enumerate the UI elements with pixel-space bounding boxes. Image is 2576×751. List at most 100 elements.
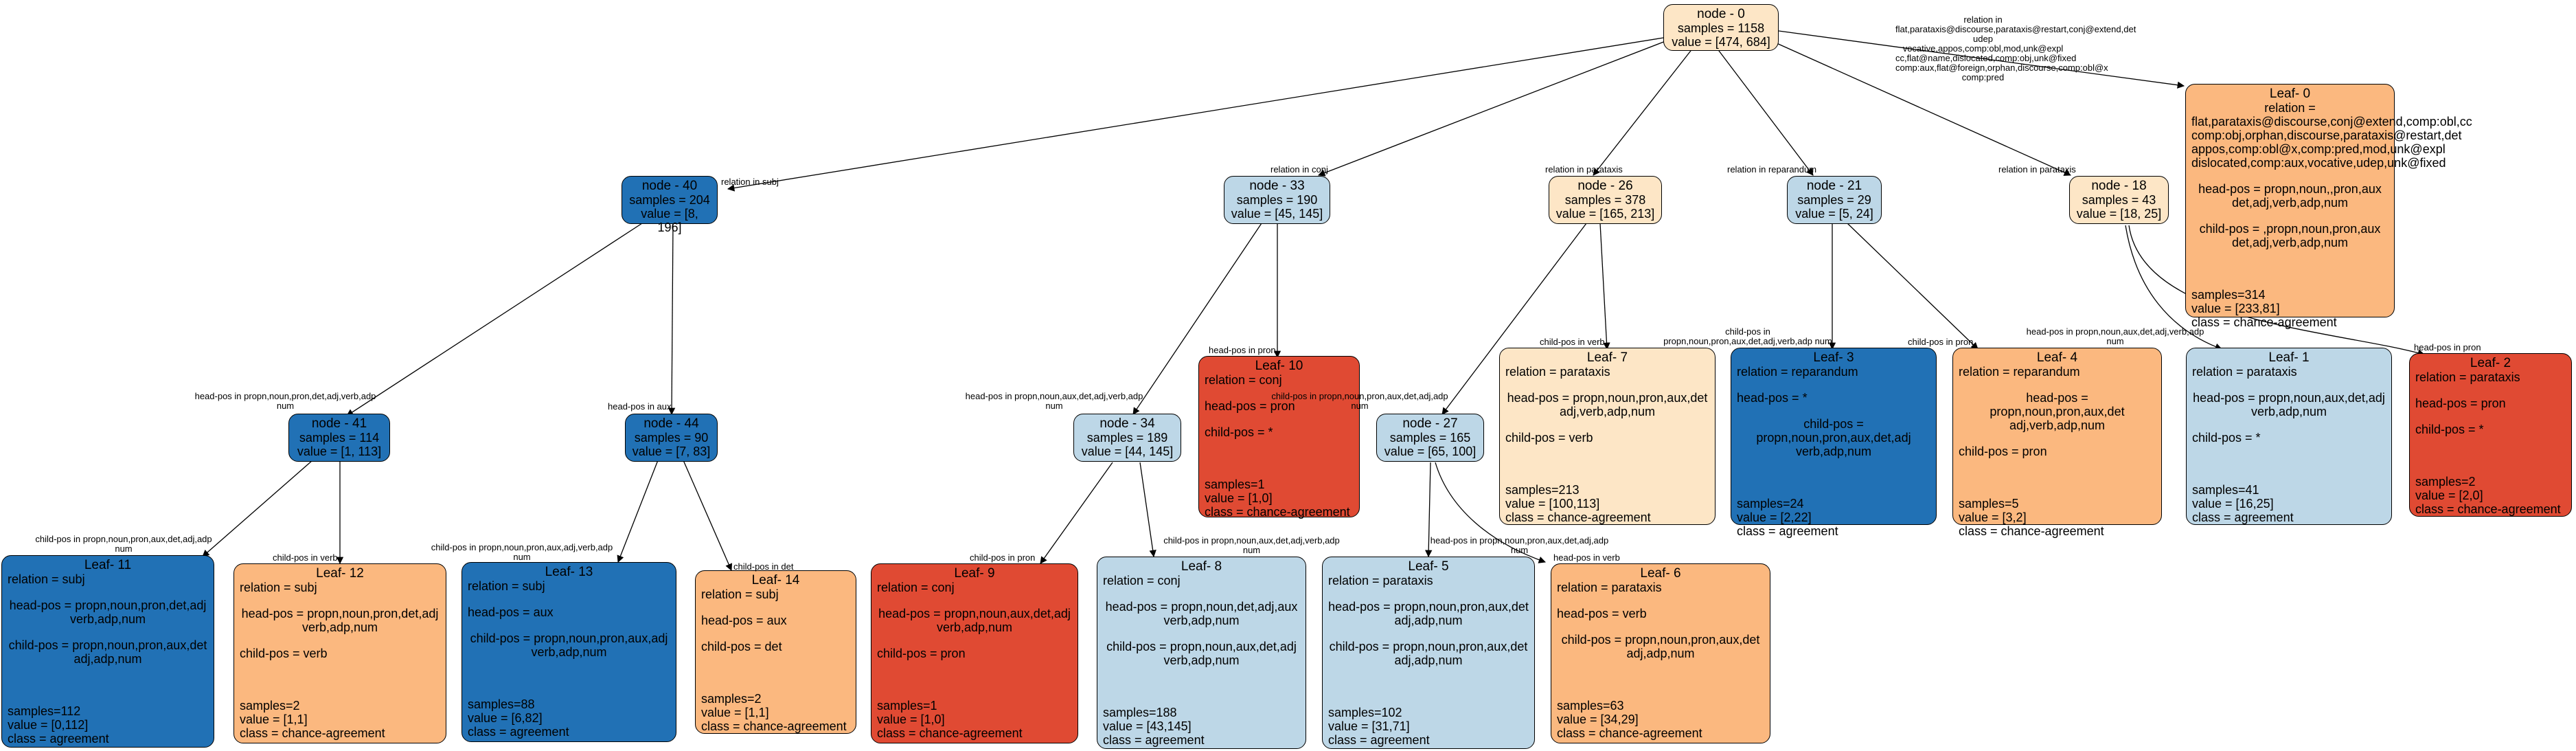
- leaf-9[interactable]: Leaf- 9 relation = conj head-pos = propn…: [871, 563, 1078, 743]
- leaf-samples: samples=24: [1737, 497, 1804, 511]
- node-value: value = [5, 24]: [1795, 207, 1873, 221]
- leaf-child-pos: child-pos = *: [1205, 425, 1273, 439]
- node-value: value = [474, 684]: [1672, 35, 1770, 49]
- edge-n27-l6: [1435, 462, 1546, 563]
- leaf-14[interactable]: Leaf- 14 relation = subj head-pos = aux …: [695, 570, 856, 734]
- leaf-class: class = agreement: [8, 732, 109, 746]
- edge-label-leaf-0: relation in flat,parataxis@discourse,par…: [1895, 14, 2136, 82]
- node-title: node - 26: [1577, 179, 1633, 193]
- leaf-6[interactable]: Leaf- 6 relation = parataxis head-pos = …: [1551, 563, 1770, 743]
- leaf-relation: relation = parataxis: [2192, 365, 2297, 379]
- leaf-relation: relation = parataxis: [1557, 581, 1662, 594]
- leaf-child-pos: child-pos = pron: [877, 647, 966, 660]
- leaf-child-pos: child-pos = propn,noun,pron,aux,adj verb…: [470, 631, 668, 659]
- leaf-samples: samples=5: [1959, 497, 2019, 511]
- leaf-head-pos: head-pos = propn,noun,pron,aux,det adj,v…: [1507, 391, 1708, 418]
- leaf-8[interactable]: Leaf- 8 relation = conj head-pos = propn…: [1097, 557, 1306, 749]
- node-0[interactable]: node - 0 samples = 1158 value = [474, 68…: [1663, 4, 1779, 51]
- leaf-value: value = [1,1]: [701, 706, 769, 719]
- edge-n0-n26: [1593, 47, 1694, 176]
- leaf-value: value = [43,145]: [1103, 719, 1192, 733]
- leaf-class: class = chance-agreement: [877, 726, 1023, 740]
- leaf-class: class = chance-agreement: [2191, 315, 2337, 329]
- leaf-title: Leaf- 1: [2268, 350, 2310, 365]
- edge-label-node-26: relation in parataxis: [1545, 164, 1623, 175]
- edge-label-node-44: head-pos in aux: [608, 401, 672, 412]
- leaf-13[interactable]: Leaf- 13 relation = subj head-pos = aux …: [461, 562, 676, 742]
- leaf-class: class = agreement: [1737, 524, 1838, 538]
- edge-n34-l8: [1139, 462, 1156, 558]
- leaf-2[interactable]: Leaf- 2 relation = parataxis head-pos = …: [2409, 353, 2572, 517]
- leaf-head-pos: head-pos = verb: [1557, 607, 1647, 620]
- leaf-child-pos: child-pos = verb: [240, 647, 328, 660]
- node-title: node - 0: [1697, 7, 1745, 21]
- node-value: value = [8, 196]: [641, 207, 698, 234]
- node-samples: samples = 90: [634, 431, 709, 445]
- leaf-relation: relation = conj: [877, 581, 955, 594]
- leaf-value: value = [1,0]: [877, 713, 945, 726]
- node-27[interactable]: node - 27 samples = 165 value = [65, 100…: [1376, 414, 1484, 462]
- leaf-samples: samples=2: [240, 699, 300, 713]
- leaf-value: value = [1,0]: [1205, 491, 1273, 505]
- leaf-class: class = chance-agreement: [2415, 502, 2561, 516]
- leaf-relation: relation = subj: [240, 581, 317, 594]
- leaf-value: value = [16,25]: [2192, 497, 2274, 511]
- leaf-12[interactable]: Leaf- 12 relation = subj head-pos = prop…: [233, 563, 446, 743]
- edge-label-leaf-9: child-pos in pron: [970, 552, 1036, 563]
- node-value: value = [165, 213]: [1555, 207, 1655, 221]
- leaf-7[interactable]: Leaf- 7 relation = parataxis head-pos = …: [1499, 348, 1716, 525]
- leaf-class: class = chance-agreement: [701, 719, 847, 733]
- leaf-title: Leaf- 4: [2036, 350, 2078, 365]
- leaf-1[interactable]: Leaf- 1 relation = parataxis head-pos = …: [2186, 348, 2392, 525]
- leaf-title: Leaf- 5: [1408, 559, 1449, 574]
- leaf-child-pos: child-pos = *: [2192, 431, 2261, 445]
- leaf-4[interactable]: Leaf- 4 relation = reparandum head-pos =…: [1952, 348, 2162, 538]
- leaf-samples: samples=2: [701, 692, 762, 706]
- edge-label-node-41: head-pos in propn,noun,pron,det,adj,verb…: [194, 391, 376, 411]
- node-18[interactable]: node - 18 samples = 43 value = [18, 25]: [2069, 176, 2169, 224]
- leaf-10[interactable]: Leaf- 10 relation = conj head-pos = pron…: [1198, 356, 1360, 519]
- leaf-head-pos: head-pos = propn,noun,pron,aux,det adj,a…: [1328, 600, 1529, 627]
- leaf-samples: samples=314: [2191, 288, 2266, 302]
- node-21[interactable]: node - 21 samples = 29 value = [5, 24]: [1787, 176, 1882, 224]
- edge-label-node-40: relation in subj: [721, 177, 779, 187]
- edge-n0-n18: [1775, 42, 2071, 176]
- node-34[interactable]: node - 34 samples = 189 value = [44, 145…: [1073, 414, 1181, 462]
- node-40[interactable]: node - 40 samples = 204 value = [8, 196]: [622, 176, 718, 234]
- edge-label-leaf-10: head-pos in pron: [1209, 345, 1276, 355]
- leaf-child-pos: child-pos = *: [2415, 423, 2484, 436]
- leaf-relation: relation = reparandum: [1959, 365, 2080, 379]
- edge-label-leaf-6: head-pos in verb: [1553, 552, 1620, 563]
- leaf-samples: samples=41: [2192, 483, 2259, 497]
- leaf-0[interactable]: Leaf- 0 relation = flat,parataxis@discou…: [2185, 84, 2472, 329]
- leaf-class: class = chance-agreement: [1505, 511, 1651, 524]
- edge-n0-n40: [727, 37, 1664, 192]
- node-41[interactable]: node - 41 samples = 114 value = [1, 113]: [288, 414, 390, 462]
- leaf-relation: relation = subj: [8, 572, 85, 586]
- edge-label-node-21: relation in reparandum: [1727, 164, 1817, 175]
- leaf-5[interactable]: Leaf- 5 relation = parataxis head-pos = …: [1322, 557, 1535, 749]
- node-samples: samples = 165: [1389, 431, 1471, 445]
- leaf-head-pos: head-pos = propn,noun,,pron,aux det,adj,…: [2198, 182, 2382, 210]
- leaf-value: value = [2,22]: [1737, 511, 1812, 524]
- edge-label-node-33: relation in conj: [1270, 164, 1328, 175]
- leaf-title: Leaf- 7: [1586, 350, 1628, 365]
- node-33[interactable]: node - 33 samples = 190 value = [45, 145…: [1224, 176, 1330, 224]
- leaf-child-pos: child-pos = propn,noun,pron,aux,det,adj …: [1756, 417, 1911, 458]
- leaf-title: Leaf- 13: [545, 565, 593, 579]
- leaf-class: class = agreement: [468, 725, 569, 739]
- node-44[interactable]: node - 44 samples = 90 value = [7, 83]: [625, 414, 718, 462]
- edge-n34-l9: [1040, 462, 1113, 564]
- leaf-3[interactable]: Leaf- 3 relation = reparandum head-pos =…: [1731, 348, 1937, 538]
- leaf-11[interactable]: Leaf- 11 relation = subj head-pos = prop…: [1, 555, 214, 748]
- leaf-title: Leaf- 10: [1255, 359, 1303, 373]
- leaf-relation: relation = parataxis: [2415, 370, 2520, 384]
- edge-n40-n41: [346, 223, 643, 416]
- node-samples: samples = 378: [1564, 193, 1646, 207]
- edge-n0-n21: [1716, 47, 1814, 176]
- node-value: value = [45, 145]: [1231, 207, 1323, 221]
- leaf-child-pos: child-pos = ,propn,noun,pron,aux det,adj…: [2199, 222, 2381, 249]
- leaf-samples: samples=102: [1328, 706, 1402, 719]
- node-26[interactable]: node - 26 samples = 378 value = [165, 21…: [1549, 176, 1662, 224]
- leaf-class: class = chance-agreement: [1557, 726, 1702, 740]
